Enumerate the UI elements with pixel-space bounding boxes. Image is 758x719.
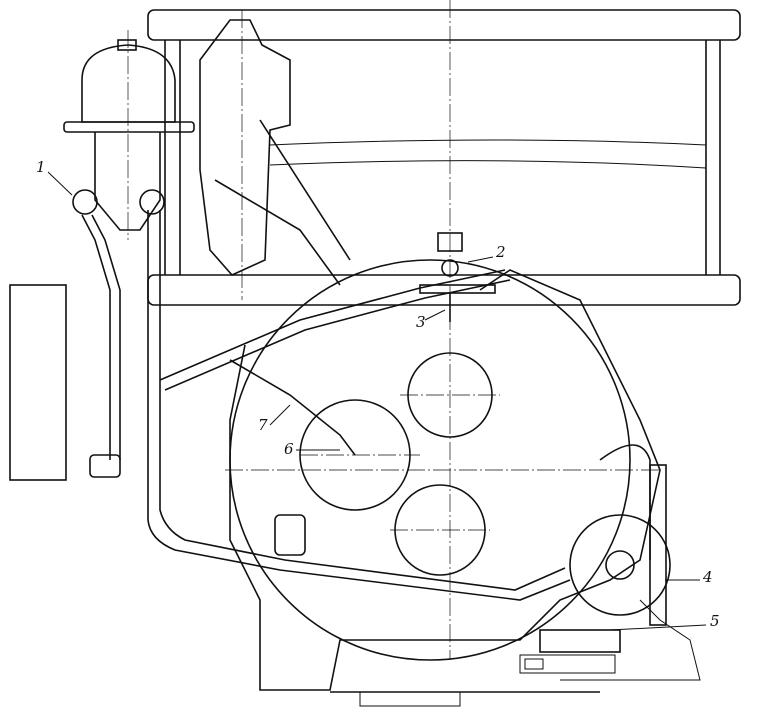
callout-4: 4 <box>703 568 713 586</box>
callout-6: 6 <box>284 440 294 458</box>
callout-1: 1 <box>36 158 46 176</box>
side-panel <box>9 284 67 481</box>
callout-2: 2 <box>496 243 506 261</box>
filter-canister <box>63 30 195 240</box>
callout-leaders <box>47 171 707 631</box>
callout-7: 7 <box>258 416 268 434</box>
callout-5: 5 <box>710 612 720 630</box>
pipes <box>81 210 571 601</box>
callout-3: 3 <box>416 313 426 331</box>
sensor-fitting <box>419 232 496 322</box>
gearbox <box>225 259 701 707</box>
air-duct <box>199 10 351 300</box>
radiator <box>147 0 741 660</box>
